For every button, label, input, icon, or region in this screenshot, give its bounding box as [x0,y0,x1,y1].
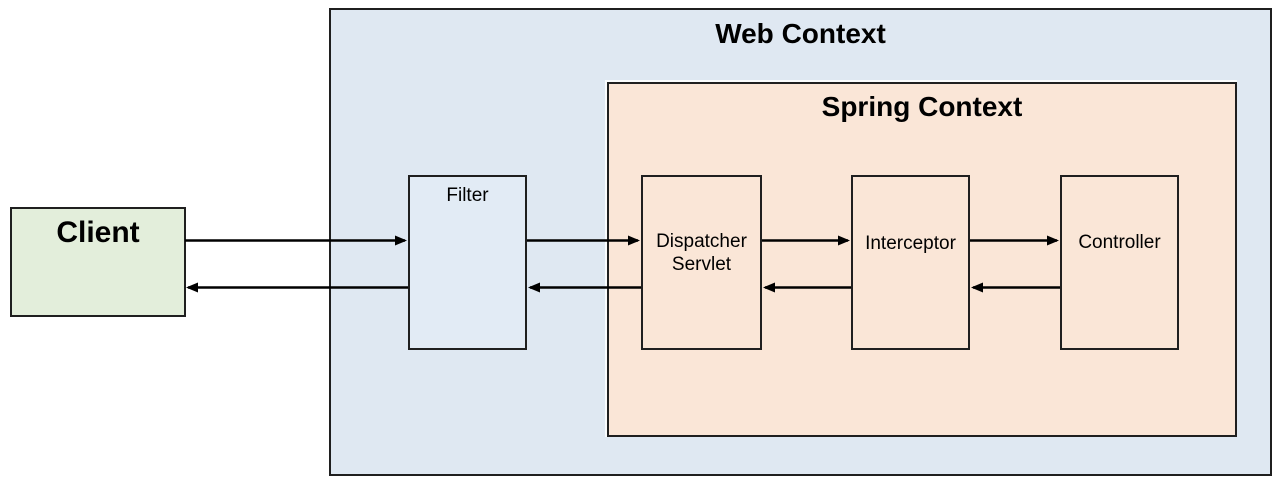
node-dispatcher-servlet: Dispatcher Servlet [641,175,762,350]
node-filter: Filter [408,175,527,350]
controller-label: Controller [1078,232,1161,253]
spring-context-title: Spring Context [821,91,1023,122]
dispatcher-servlet-label: Dispatcher Servlet [656,231,747,275]
node-interceptor: Interceptor [851,175,970,350]
web-context-title: Web Context [715,18,886,49]
node-client: Client [10,207,186,317]
filter-label: Filter [446,185,489,206]
node-controller: Controller [1060,175,1179,350]
client-label: Client [56,216,140,249]
interceptor-label: Interceptor [865,233,956,254]
